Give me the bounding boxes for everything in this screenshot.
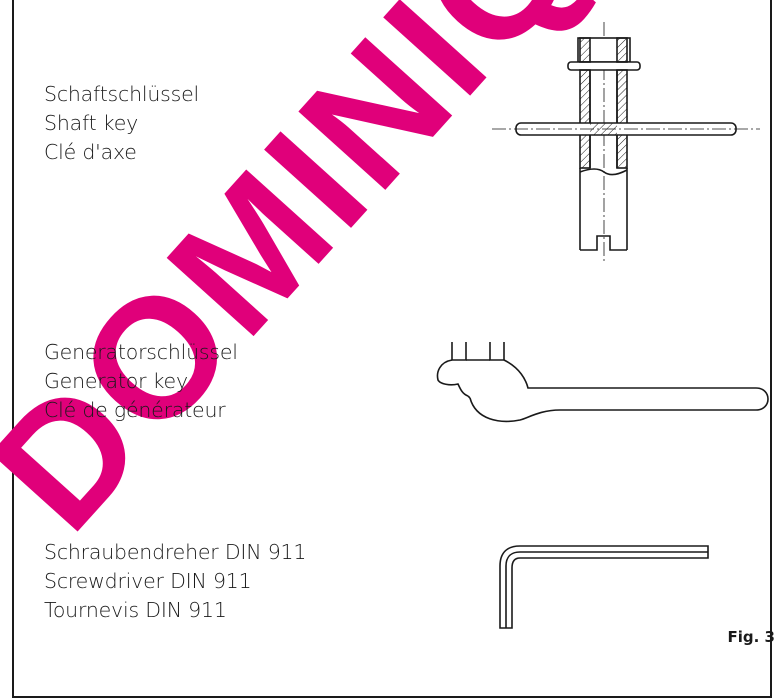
generator-key-drawing <box>436 342 769 423</box>
label-english: Screwdriver DIN 911 <box>44 569 252 593</box>
label-german: Generatorschlüssel <box>44 340 238 364</box>
figure-label: Fig. 3 <box>727 628 775 646</box>
hex-key-drawing <box>499 545 709 629</box>
tool-label-generator-key: Generatorschlüssel Generator key Clé de … <box>44 338 238 425</box>
label-french: Clé d'axe <box>44 140 137 164</box>
label-english: Shaft key <box>44 111 139 135</box>
label-french: Tournevis DIN 911 <box>44 598 227 622</box>
label-german: Schaftschlüssel <box>44 82 200 106</box>
label-english: Generator key <box>44 369 188 393</box>
tool-label-shaft-key: Schaftschlüssel Shaft key Clé d'axe <box>44 80 199 167</box>
label-german: Schraubendreher DIN 911 <box>44 540 307 564</box>
label-french: Clé de générateur <box>44 398 226 422</box>
tool-drawings <box>436 22 769 629</box>
shaft-key-drawing <box>492 22 760 262</box>
tool-label-screwdriver: Schraubendreher DIN 911 Screwdriver DIN … <box>44 538 306 625</box>
